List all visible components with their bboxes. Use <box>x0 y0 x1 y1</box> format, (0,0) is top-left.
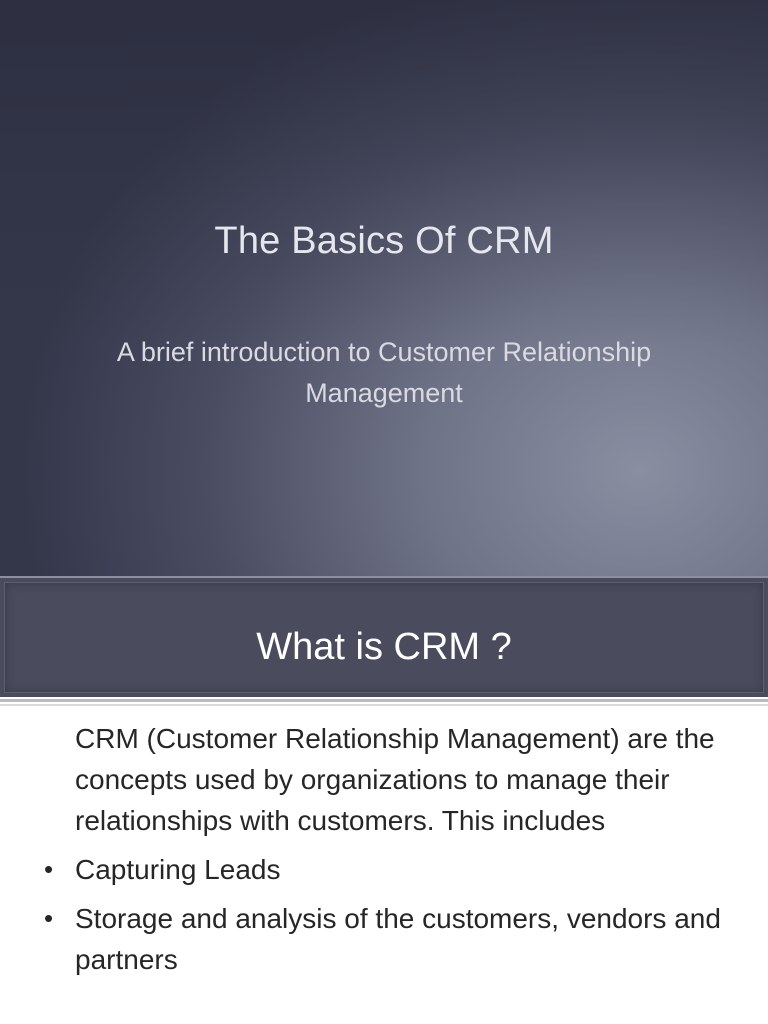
bullet-item: • Capturing Leads <box>44 849 728 890</box>
bullet-icon: • <box>44 854 54 884</box>
bullet-text: Storage and analysis of the customers, v… <box>75 903 721 975</box>
content-slide: What is CRM ? CRM (Customer Relationship… <box>0 576 768 1024</box>
slide-heading: What is CRM ? <box>256 626 512 668</box>
bullet-icon: • <box>44 903 54 933</box>
heading-band-frame <box>4 582 764 693</box>
bullet-item: • Storage and analysis of the customers,… <box>44 898 728 980</box>
divider-line <box>0 699 768 702</box>
bullet-text: Capturing Leads <box>75 854 281 885</box>
intro-paragraph: CRM (Customer Relationship Management) a… <box>75 723 715 836</box>
title-slide: The Basics Of CRM A brief introduction t… <box>0 0 768 576</box>
slide-body: CRM (Customer Relationship Management) a… <box>44 718 728 988</box>
title-slide-background <box>0 0 768 576</box>
bullet-list: • Capturing Leads • Storage and analysis… <box>44 849 728 980</box>
divider-line-secondary <box>0 704 768 706</box>
slide-subtitle: A brief introduction to Customer Relatio… <box>116 337 652 408</box>
slide-title: The Basics Of CRM <box>214 220 554 262</box>
heading-band: What is CRM ? <box>0 576 768 697</box>
